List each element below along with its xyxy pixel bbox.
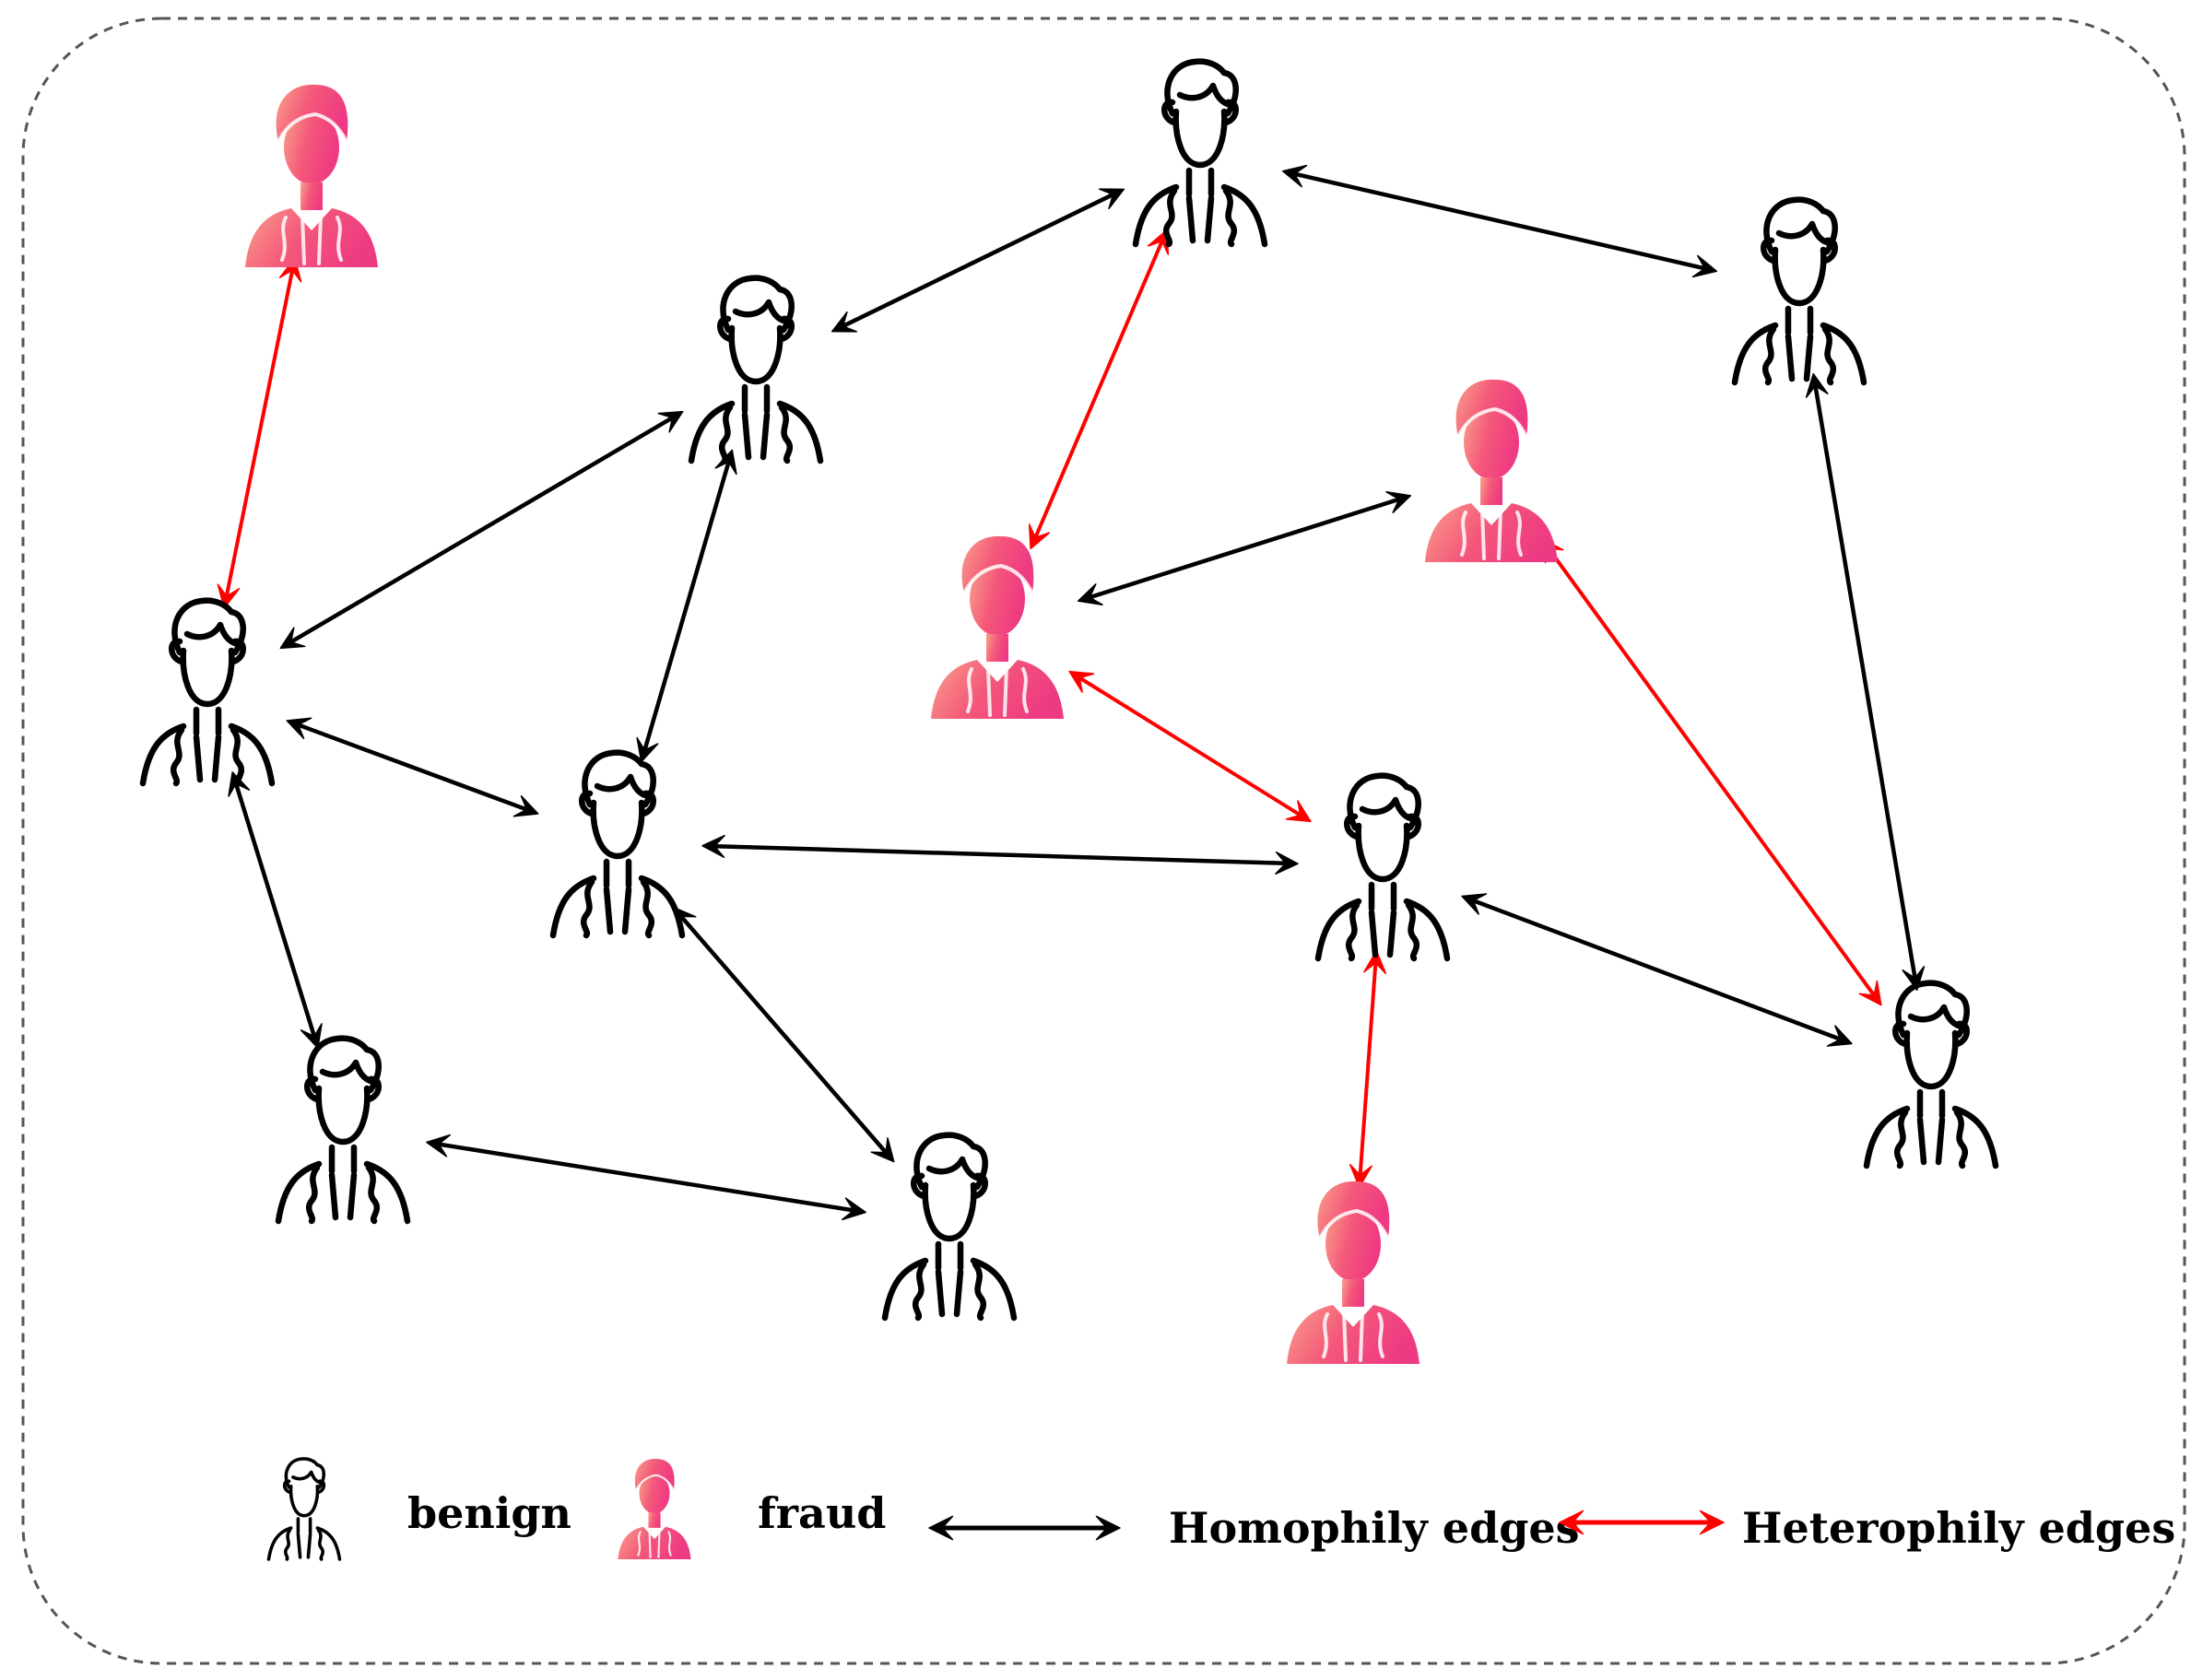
heterophily-edge-n3-n6 [1028,229,1170,550]
homophily-edge-n6-n5 [1077,491,1412,605]
legend-benign-icon [266,1457,342,1561]
heterophily-arrow-icon [1559,1510,1725,1535]
fraud-user-icon [245,84,378,267]
fraud-user-icon [1425,379,1558,562]
legend-homophily-label: Homophily edges [1169,1503,1580,1553]
homophily-arrow-icon [928,1515,1121,1541]
legend-benign-label: benign [407,1488,571,1538]
homophily-edge-n9-n11 [426,1134,866,1221]
homophily-edge-n3-n2 [831,188,1125,333]
benign-user-icon [275,1035,411,1225]
homophily-edge-n8-n11 [672,906,895,1163]
diagram-frame [21,17,2186,1665]
homophily-edge-n7-n9 [228,771,323,1049]
homophily-edge-n4-n12 [1805,372,1926,992]
heterophily-edge-n1-n7 [217,257,302,609]
legend-fraud-label: fraud [758,1488,886,1538]
nodes-layer [139,58,1999,1364]
heterophily-edge-n6-n10 [1068,670,1312,823]
legend: benign fraud Homophily edges Heterophily… [266,1457,2175,1561]
legend-heterophily-label: Heterophily edges [1742,1503,2175,1553]
benign-user-icon [688,275,824,464]
heterophily-edge-n5-n12 [1540,537,1882,1006]
heterophily-edge-n10-n13 [1349,950,1387,1188]
benign-user-icon [549,749,686,939]
homophily-edge-n10-n12 [1461,893,1853,1047]
fraud-user-icon [618,1459,691,1559]
edges-layer [217,164,1926,1221]
fraud-user-icon [931,535,1064,719]
benign-user-icon [1731,196,1867,386]
benign-user-icon [266,1457,342,1561]
legend-heterophily-arrow [1559,1510,1725,1535]
benign-user-icon [1314,772,1451,962]
homophily-edge-n2-n7 [279,410,684,650]
benign-user-icon [881,1132,1018,1322]
benign-user-icon [139,597,276,787]
benign-user-icon [1132,58,1268,248]
homophily-edge-n2-n8 [636,449,737,763]
legend-homophily-arrow [928,1515,1121,1541]
legend-fraud-icon [618,1459,691,1559]
homophily-edge-n8-n10 [701,834,1299,875]
fraud-user-icon [1287,1181,1420,1364]
homophily-edge-n7-n8 [286,717,539,817]
homophily-edge-n3-n4 [1281,164,1718,278]
benign-user-icon [1863,980,1999,1169]
